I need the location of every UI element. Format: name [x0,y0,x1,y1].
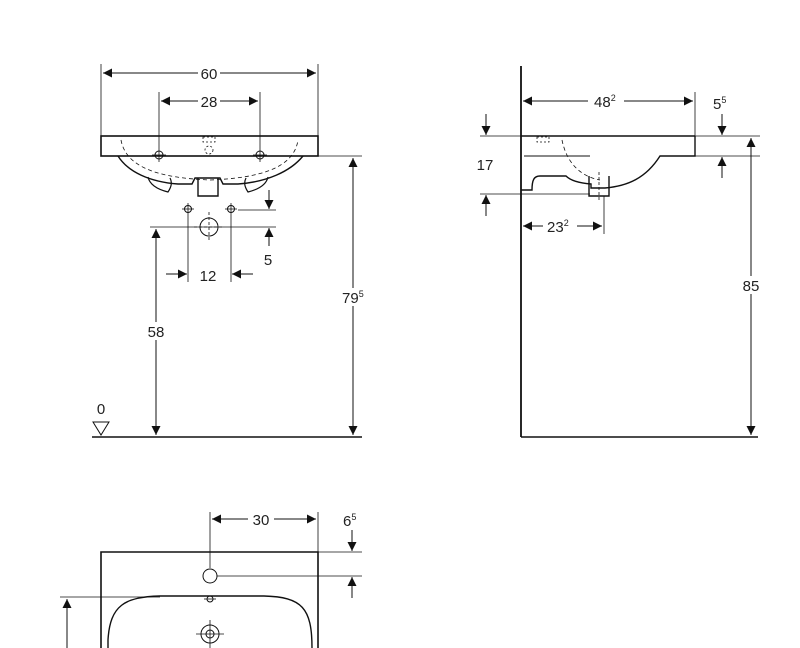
top-basin-outline [100,551,319,648]
side-rim-thickness-main: 5 [713,96,721,113]
side-rim-thickness-label: 55 [713,95,726,113]
side-view [480,66,760,438]
front-basin-outline [100,135,319,197]
top-tap-wall-sup: 5 [351,512,356,522]
side-rim-thickness-sup: 5 [721,95,726,105]
top-tap-offset-label: 30 [253,512,270,529]
front-width-label: 60 [201,66,218,83]
front-wall-connection-right [225,203,237,215]
side-drain-offset-label: 232 [547,218,569,236]
top-drain [196,620,224,648]
front-rim-height-sup: 5 [359,289,364,299]
top-tap-wall-main: 6 [343,513,351,530]
front-tap-hole-left [152,148,166,162]
front-trap-drop-label: 5 [264,252,272,269]
front-rim-height-label: 795 [342,289,364,307]
front-tap-spacing-label: 28 [201,94,218,111]
floor-level-symbol [92,421,110,436]
front-wall-connection-left [182,203,194,215]
front-view [92,64,362,438]
side-total-height-label: 85 [743,278,760,295]
side-bowl-height-label: 17 [477,157,494,174]
front-trap-spacing-label: 12 [200,268,217,285]
side-drain-offset-main: 23 [547,219,564,236]
top-tap-hole [202,512,218,584]
side-depth-main: 48 [594,94,611,111]
front-rim-height-main: 79 [342,290,359,307]
floor-level-label: 0 [97,401,105,418]
top-view [60,512,362,648]
front-drain-height-label: 58 [148,324,165,341]
side-depth-sup: 2 [611,93,616,103]
top-overflow [204,595,216,603]
side-basin-outline [521,135,696,200]
side-drain-offset-sup: 2 [564,218,569,228]
top-tap-wall-label: 65 [343,512,356,530]
side-depth-label: 482 [594,93,616,111]
front-tap-hole-right [253,148,267,162]
